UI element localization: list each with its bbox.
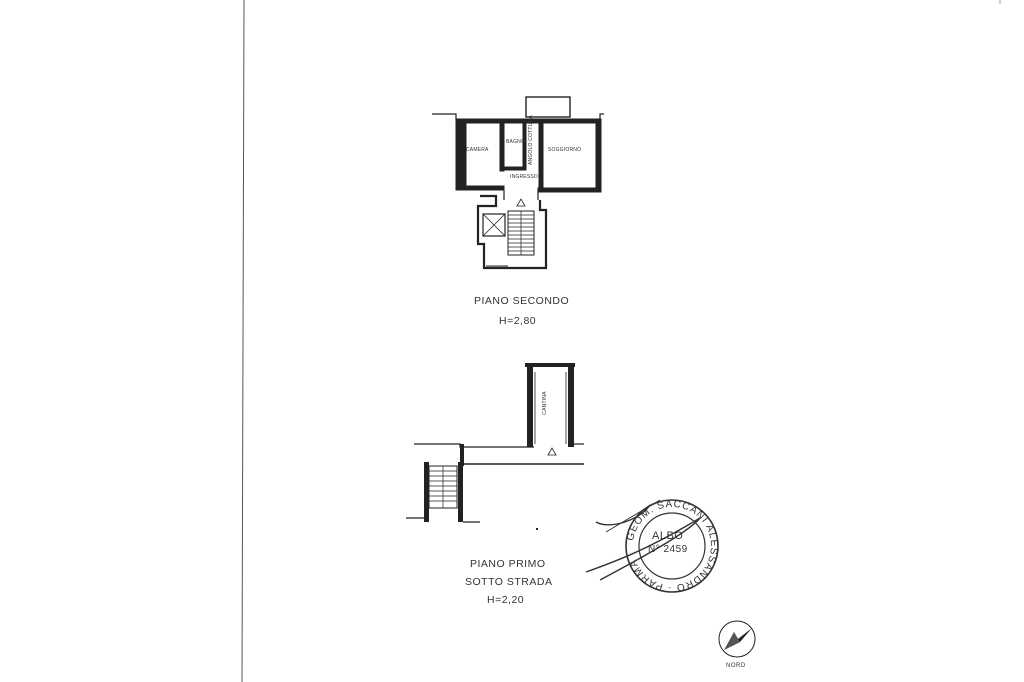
stamp-center-line2: N° 2459 <box>648 544 688 555</box>
page-margin-line <box>241 0 245 682</box>
room-label-camera: CAMERA <box>466 147 489 153</box>
room-label-angolo-cottura: ANGOLO COTTURA <box>528 115 534 165</box>
second-floor-plan <box>432 96 604 270</box>
floor-height-first: H=2,20 <box>487 594 525 606</box>
room-label-cantina: CANTINA <box>542 391 548 415</box>
floor-title-first: PIANO PRIMO <box>470 558 546 570</box>
compass-icon <box>718 620 756 658</box>
room-label-ingresso: INGRESSO <box>510 174 538 180</box>
stamp-center-line1: ALBO <box>652 530 684 542</box>
floor-subtitle-first: SOTTO STRADA <box>465 576 553 588</box>
room-label-bagno: BAGNO <box>506 139 526 145</box>
room-label-soggiorno: SOGGIORNO <box>548 147 582 153</box>
first-floor-plan <box>406 363 584 530</box>
compass-label: NORD <box>726 663 746 669</box>
floor-title-second: PIANO SECONDO <box>474 295 570 307</box>
floor-height-second: H=2,80 <box>499 315 537 327</box>
